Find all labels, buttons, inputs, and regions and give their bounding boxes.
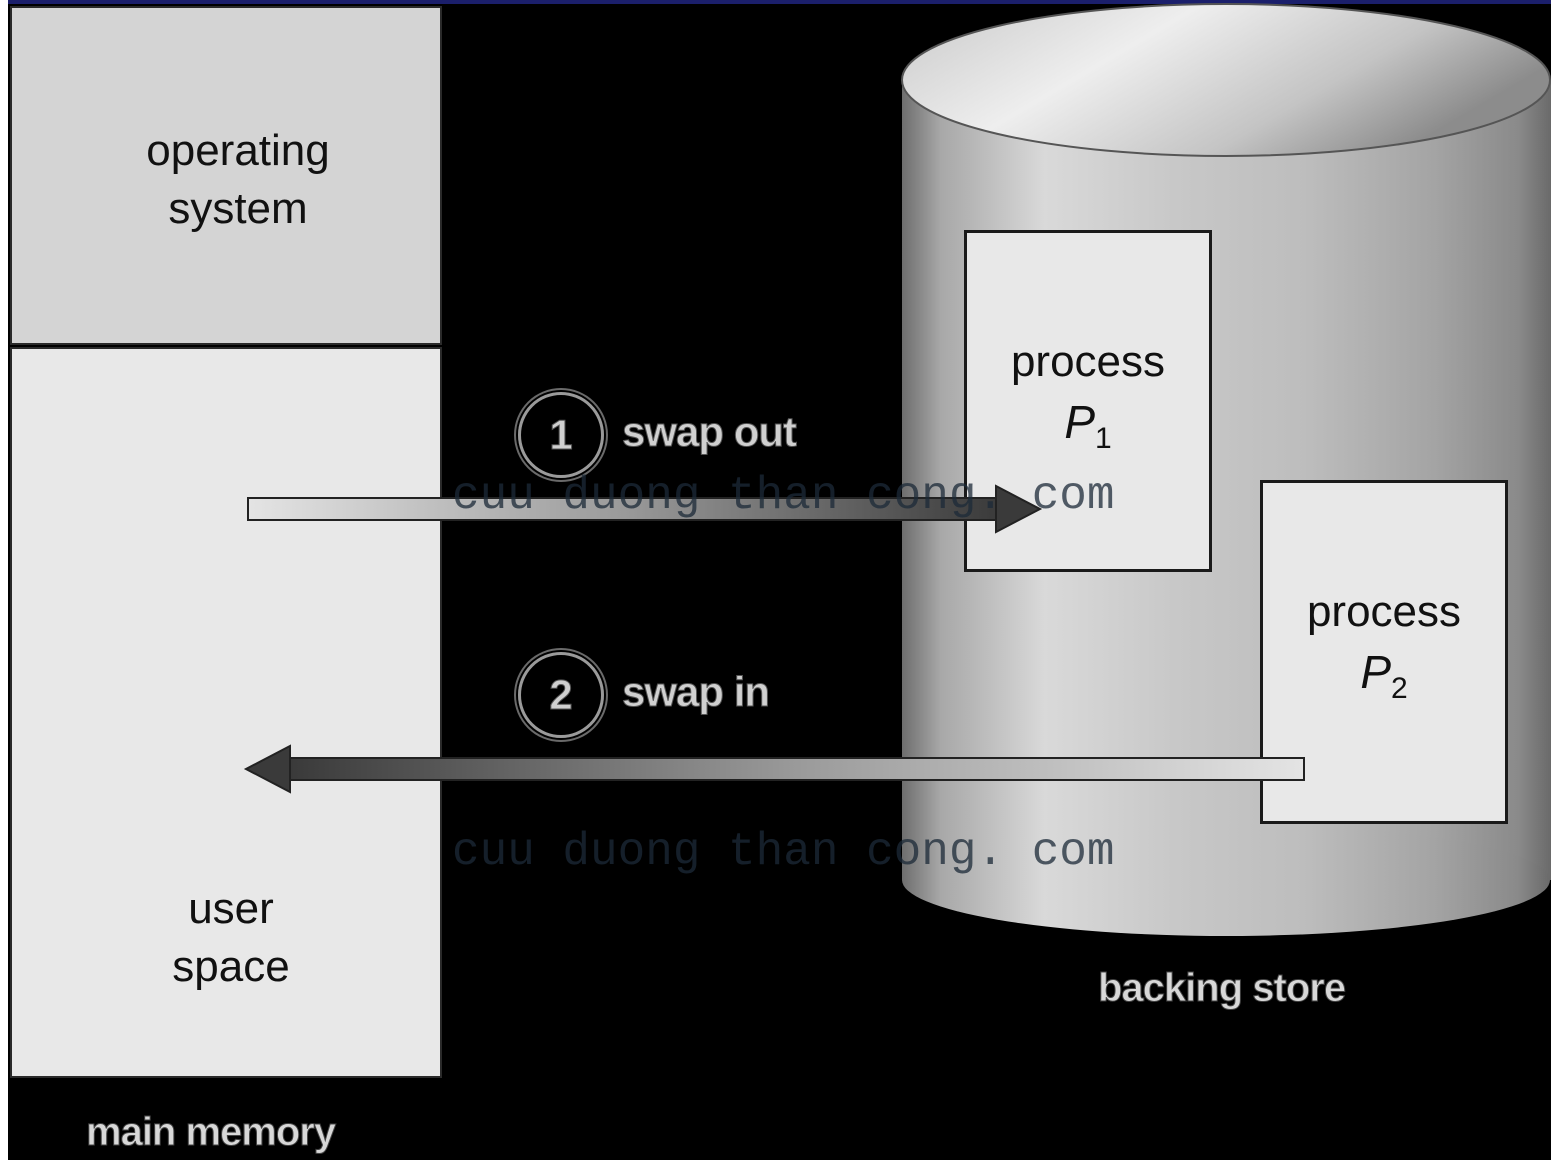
user-space-label: user space [120, 880, 342, 996]
process-p1-word: process [1010, 337, 1166, 386]
os-label: operating system [100, 122, 376, 238]
process-p1-subscript: 1 [1095, 422, 1112, 456]
user-space-label-line2: space [172, 942, 290, 991]
step-1-badge: 1 [518, 392, 604, 478]
cylinder-top [901, 3, 1551, 157]
frame-left-edge [0, 0, 8, 1162]
os-label-line2: system [168, 184, 308, 233]
top-rule [0, 0, 1551, 4]
step-1-label: swap out [621, 408, 797, 456]
watermark-lower: cuu duong than cong. com [452, 826, 1115, 878]
step-2-label: swap in [621, 668, 770, 716]
backing-store-caption: backing store [1097, 966, 1346, 1011]
watermark-upper: cuu duong than cong. com [452, 470, 1115, 522]
step-2-badge: 2 [518, 652, 604, 738]
process-p2-letter: P [1360, 646, 1391, 698]
process-p2-name: P2 [1263, 645, 1505, 706]
memory-user-region [10, 347, 442, 1078]
process-p2-subscript: 2 [1391, 672, 1408, 706]
process-p1-letter: P [1064, 396, 1095, 448]
user-space-label-line1: user [188, 884, 274, 933]
frame-bottom-edge [0, 1160, 1551, 1162]
main-memory-caption: main memory [85, 1110, 336, 1155]
cylinder-bottom [902, 824, 1550, 936]
memory-os-region [10, 6, 442, 345]
process-p2-word: process [1306, 587, 1462, 636]
swap-out-arrow [247, 484, 1043, 534]
process-p1-name: P1 [967, 395, 1209, 456]
swap-in-arrow [243, 744, 1305, 794]
os-label-line1: operating [146, 126, 330, 175]
